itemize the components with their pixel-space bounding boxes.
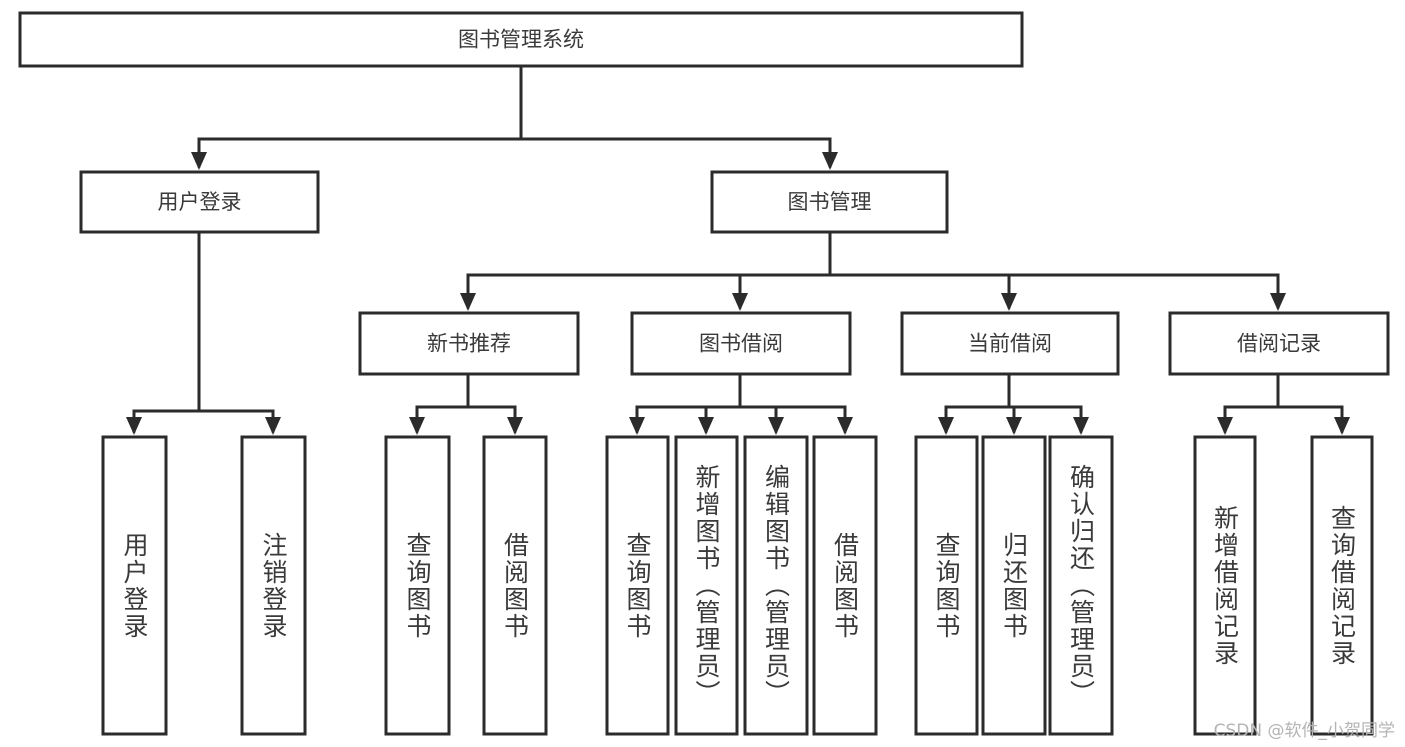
node-rect-book-borrow	[630, 311, 852, 376]
arrowhead-ah-leaf-user-login	[126, 417, 142, 435]
leaf-label-wrap-leaf-borrow-book-1: 借阅图书	[500, 531, 530, 640]
node-root[interactable]: 图书管理系统	[18, 11, 1024, 68]
leaf-label-wrap-leaf-return-book: 归还图书	[999, 531, 1029, 640]
leaf-label-wrap-leaf-add-record: 新增借阅记录	[1210, 504, 1240, 667]
node-label-current-borrow: 当前借阅	[968, 332, 1052, 356]
leaf-node-leaf-query-book-2[interactable]: 查询图书	[605, 435, 670, 736]
node-rect-book-manage	[710, 170, 949, 234]
leaf-label-wrap-leaf-query-record: 查询借阅记录	[1327, 504, 1357, 667]
leaf-node-leaf-add-book[interactable]: 新增图书（管理员）	[674, 435, 739, 736]
arrowhead-ah-leaf-return-book	[1006, 417, 1022, 435]
leaf-label-leaf-query-book-3: 查询图书	[932, 531, 961, 640]
leaf-rect-leaf-query-book-1	[384, 435, 451, 736]
leaf-rect-leaf-return-book	[981, 435, 1047, 736]
leaf-rect-leaf-query-record	[1310, 435, 1374, 736]
leaf-node-leaf-return-book[interactable]: 归还图书	[981, 435, 1047, 736]
leaf-node-leaf-add-record[interactable]: 新增借阅记录	[1193, 435, 1257, 736]
leaf-rect-leaf-user-login	[101, 435, 168, 736]
arrowhead-ah-leaf-borrow-book-1	[507, 417, 523, 435]
node-label-root: 图书管理系统	[458, 28, 584, 52]
leaf-node-leaf-user-logout[interactable]: 注销登录	[240, 435, 307, 736]
node-label-book-borrow: 图书借阅	[699, 332, 783, 356]
leaf-label-leaf-user-logout: 注销登录	[259, 531, 288, 640]
leaf-rect-leaf-query-book-3	[914, 435, 979, 736]
arrowhead-ah-leaf-user-logout	[265, 417, 281, 435]
leaf-label-leaf-query-book-2: 查询图书	[623, 531, 652, 640]
arrowhead-ah-current-borrow	[1001, 293, 1017, 311]
leaf-node-leaf-edit-book[interactable]: 编辑图书（管理员）	[743, 435, 809, 736]
leaf-node-leaf-user-login[interactable]: 用户登录	[101, 435, 168, 736]
node-rect-current-borrow	[900, 311, 1120, 376]
leaf-rect-leaf-borrow-book-2	[812, 435, 878, 736]
leaf-node-leaf-query-record[interactable]: 查询借阅记录	[1310, 435, 1374, 736]
leaf-node-leaf-borrow-book-2[interactable]: 借阅图书	[812, 435, 878, 736]
leaf-label-leaf-user-login: 用户登录	[120, 531, 149, 640]
leaf-label-leaf-edit-book: 编辑图书（管理员）	[761, 464, 791, 707]
leaf-label-leaf-add-record: 新增借阅记录	[1210, 504, 1240, 667]
leaf-node-leaf-query-book-3[interactable]: 查询图书	[914, 435, 979, 736]
leaf-node-leaf-borrow-book-1[interactable]: 借阅图书	[482, 435, 548, 736]
arrowhead-ah-leaf-edit-book	[768, 417, 784, 435]
node-book-borrow[interactable]: 图书借阅	[630, 311, 852, 376]
arrowhead-ah-leaf-query-book-2	[629, 417, 645, 435]
leaf-node-leaf-confirm-return[interactable]: 确认归还（管理员）	[1048, 435, 1114, 736]
leaf-rect-leaf-query-book-2	[605, 435, 670, 736]
arrowhead-ah-user-login	[191, 152, 207, 170]
leaf-label-wrap-leaf-add-book: 新增图书（管理员）	[692, 464, 721, 707]
leaf-label-wrap-leaf-query-book-2: 查询图书	[623, 531, 652, 640]
leaf-label-wrap-leaf-borrow-book-2: 借阅图书	[830, 531, 860, 640]
arrowhead-ah-book-borrow	[732, 293, 748, 311]
leaf-label-leaf-query-record: 查询借阅记录	[1327, 504, 1357, 667]
leaf-label-leaf-query-book-1: 查询图书	[403, 531, 432, 640]
node-rect-borrow-record	[1168, 311, 1390, 376]
connectors-layer	[132, 64, 1344, 433]
arrowheads-layer	[126, 152, 1350, 435]
leaf-rect-leaf-confirm-return	[1048, 435, 1114, 736]
node-current-borrow[interactable]: 当前借阅	[900, 311, 1120, 376]
leaf-label-leaf-borrow-book-1: 借阅图书	[500, 531, 530, 640]
arrowhead-ah-leaf-add-book	[698, 417, 714, 435]
arrowhead-ah-borrow-record	[1270, 293, 1286, 311]
leaf-rect-leaf-add-book	[674, 435, 739, 736]
leaf-rect-leaf-borrow-book-1	[482, 435, 548, 736]
node-rect-user-login	[79, 170, 320, 234]
leaf-label-wrap-leaf-confirm-return: 确认归还（管理员）	[1066, 464, 1096, 707]
leaf-node-leaf-query-book-1[interactable]: 查询图书	[384, 435, 451, 736]
arrowhead-ah-leaf-query-record	[1334, 417, 1350, 435]
leaf-rect-leaf-user-logout	[240, 435, 307, 736]
leaf-label-wrap-leaf-query-book-1: 查询图书	[403, 531, 432, 640]
node-borrow-record[interactable]: 借阅记录	[1168, 311, 1390, 376]
leaf-rect-leaf-edit-book	[743, 435, 809, 736]
node-rect-root	[18, 11, 1024, 68]
arrowhead-ah-leaf-query-book-1	[409, 417, 425, 435]
leaf-label-leaf-return-book: 归还图书	[999, 531, 1029, 640]
leaves-layer: 用户登录 注销登录 查询图书 借阅图书 查询图书 新增图书（管理员） 编辑图书（管理员） 借阅…	[101, 435, 1374, 736]
arrowhead-ah-leaf-confirm-return	[1073, 417, 1089, 435]
leaf-label-wrap-leaf-user-login: 用户登录	[120, 531, 149, 640]
leaf-label-leaf-borrow-book-2: 借阅图书	[830, 531, 860, 640]
node-new-book-rec[interactable]: 新书推荐	[358, 311, 580, 376]
node-rect-new-book-rec	[358, 311, 580, 376]
leaf-label-wrap-leaf-query-book-3: 查询图书	[932, 531, 961, 640]
node-label-user-login: 用户登录	[158, 190, 242, 214]
node-user-login[interactable]: 用户登录	[79, 170, 320, 234]
leaf-label-wrap-leaf-edit-book: 编辑图书（管理员）	[761, 464, 791, 707]
arrowhead-ah-leaf-borrow-book-2	[837, 417, 853, 435]
node-label-book-manage: 图书管理	[788, 190, 872, 214]
arrowhead-ah-new-book-rec	[460, 293, 476, 311]
arrowhead-ah-book-manage	[822, 152, 838, 170]
arrowhead-ah-leaf-query-book-3	[938, 417, 954, 435]
node-label-new-book-rec: 新书推荐	[427, 332, 511, 356]
leaf-label-leaf-confirm-return: 确认归还（管理员）	[1066, 464, 1096, 707]
leaf-rect-leaf-add-record	[1193, 435, 1257, 736]
leaf-label-wrap-leaf-user-logout: 注销登录	[259, 531, 288, 640]
node-label-borrow-record: 借阅记录	[1237, 332, 1321, 356]
leaf-label-leaf-add-book: 新增图书（管理员）	[692, 464, 721, 707]
arrowhead-ah-leaf-add-record	[1217, 417, 1233, 435]
node-book-manage[interactable]: 图书管理	[710, 170, 949, 234]
